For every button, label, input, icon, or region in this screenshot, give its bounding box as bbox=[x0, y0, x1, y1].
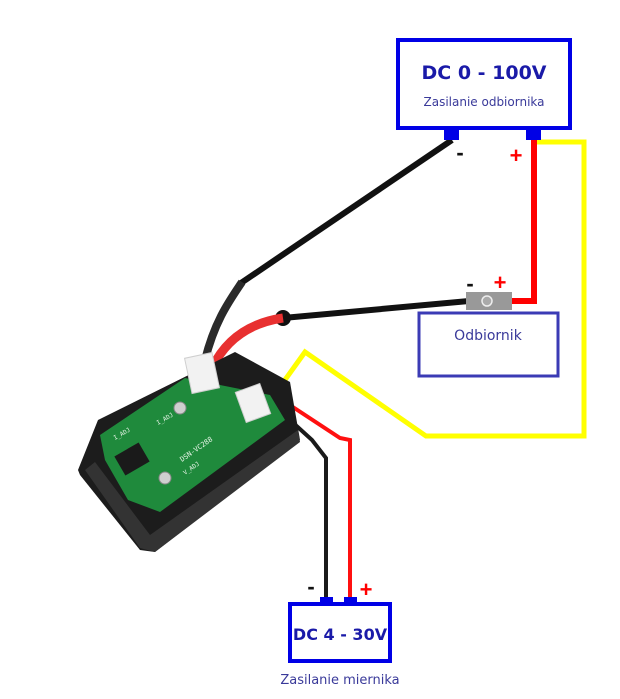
load-minus-sign: - bbox=[466, 271, 473, 296]
voltmeter-module: I_ADJ I_ADJ DSN-VC288 V_ADJ bbox=[78, 351, 300, 552]
load-supply-plus-sign: + bbox=[510, 143, 523, 168]
black-load-supply-negative-wire bbox=[239, 137, 454, 286]
connector-sense bbox=[234, 382, 272, 424]
meter-supply-plus-sign: + bbox=[360, 577, 373, 602]
meter-supply-caption: Zasilanie miernika bbox=[280, 673, 399, 688]
load-label: Odbiornik bbox=[454, 328, 523, 344]
load-terminal-screw bbox=[481, 295, 493, 307]
trimpot-voltage bbox=[158, 471, 172, 485]
black-sleeved-wire bbox=[201, 279, 246, 361]
black-load-negative-wire bbox=[282, 297, 481, 321]
load-supply-positive-terminal bbox=[526, 127, 541, 140]
load-supply-box: DC 0 - 100V Zasilanie odbiornika - + bbox=[396, 38, 572, 168]
meter-supply-box: - + DC 4 - 30V Zasilanie miernika bbox=[280, 574, 399, 688]
load-supply-title: DC 0 - 100V bbox=[421, 62, 546, 84]
load-plus-sign: + bbox=[494, 270, 507, 295]
meter-supply-positive-wire bbox=[268, 390, 352, 602]
meter-case-rim bbox=[85, 430, 300, 552]
meter-supply-minus-sign: - bbox=[307, 574, 314, 599]
red-sleeved-wire bbox=[207, 313, 284, 371]
load-box: - + Odbiornik bbox=[417, 270, 560, 378]
load-supply-minus-sign: - bbox=[456, 140, 463, 165]
trimpot-current bbox=[173, 401, 187, 415]
connector-main bbox=[183, 351, 221, 395]
load-supply-subtitle: Zasilanie odbiornika bbox=[424, 95, 545, 109]
load-supply-negative-terminal bbox=[444, 127, 459, 140]
meter-supply-frame bbox=[288, 602, 392, 663]
yellow-sense-wire bbox=[269, 139, 587, 439]
meter-supply-title: DC 4 - 30V bbox=[293, 625, 388, 644]
meter-supply-negative-terminal bbox=[320, 597, 333, 606]
meter-pcb bbox=[100, 378, 285, 512]
meter-chip bbox=[114, 442, 150, 476]
load-frame bbox=[417, 311, 560, 378]
load-supply-frame bbox=[396, 38, 572, 130]
meter-supply-positive-terminal bbox=[344, 597, 357, 606]
